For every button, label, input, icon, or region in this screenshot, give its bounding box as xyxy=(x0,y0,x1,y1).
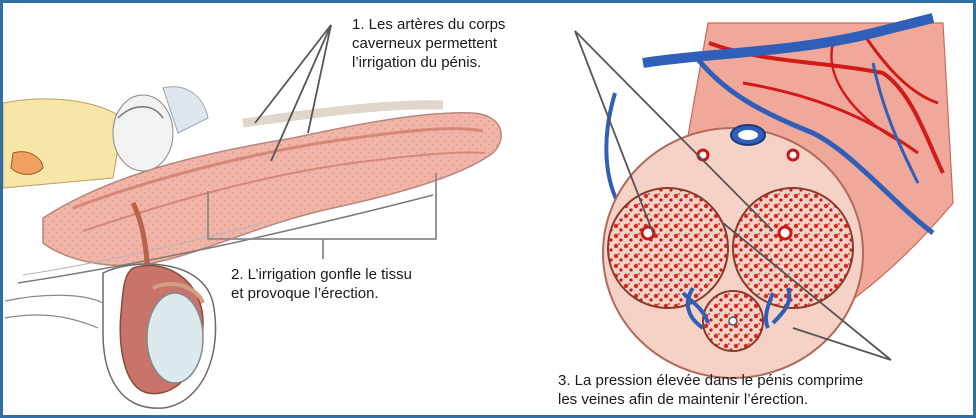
corpus-cavernosum-right xyxy=(733,188,853,308)
artery-note-label: 1. Les artères du corps caverneux permet… xyxy=(352,15,582,72)
cross-section-illustration xyxy=(575,18,953,378)
pelvic-tissue xyxy=(3,99,123,188)
central-artery-right xyxy=(779,227,791,239)
swelling-note-label: 2. L’irrigation gonfle le tissu et provo… xyxy=(231,265,491,303)
sagittal-section-illustration xyxy=(3,25,501,408)
testis xyxy=(147,293,203,383)
corpus-cavernosum-left xyxy=(608,188,728,308)
pressure-note-label: 3. La pression élevée dans le pénis comp… xyxy=(558,371,968,409)
